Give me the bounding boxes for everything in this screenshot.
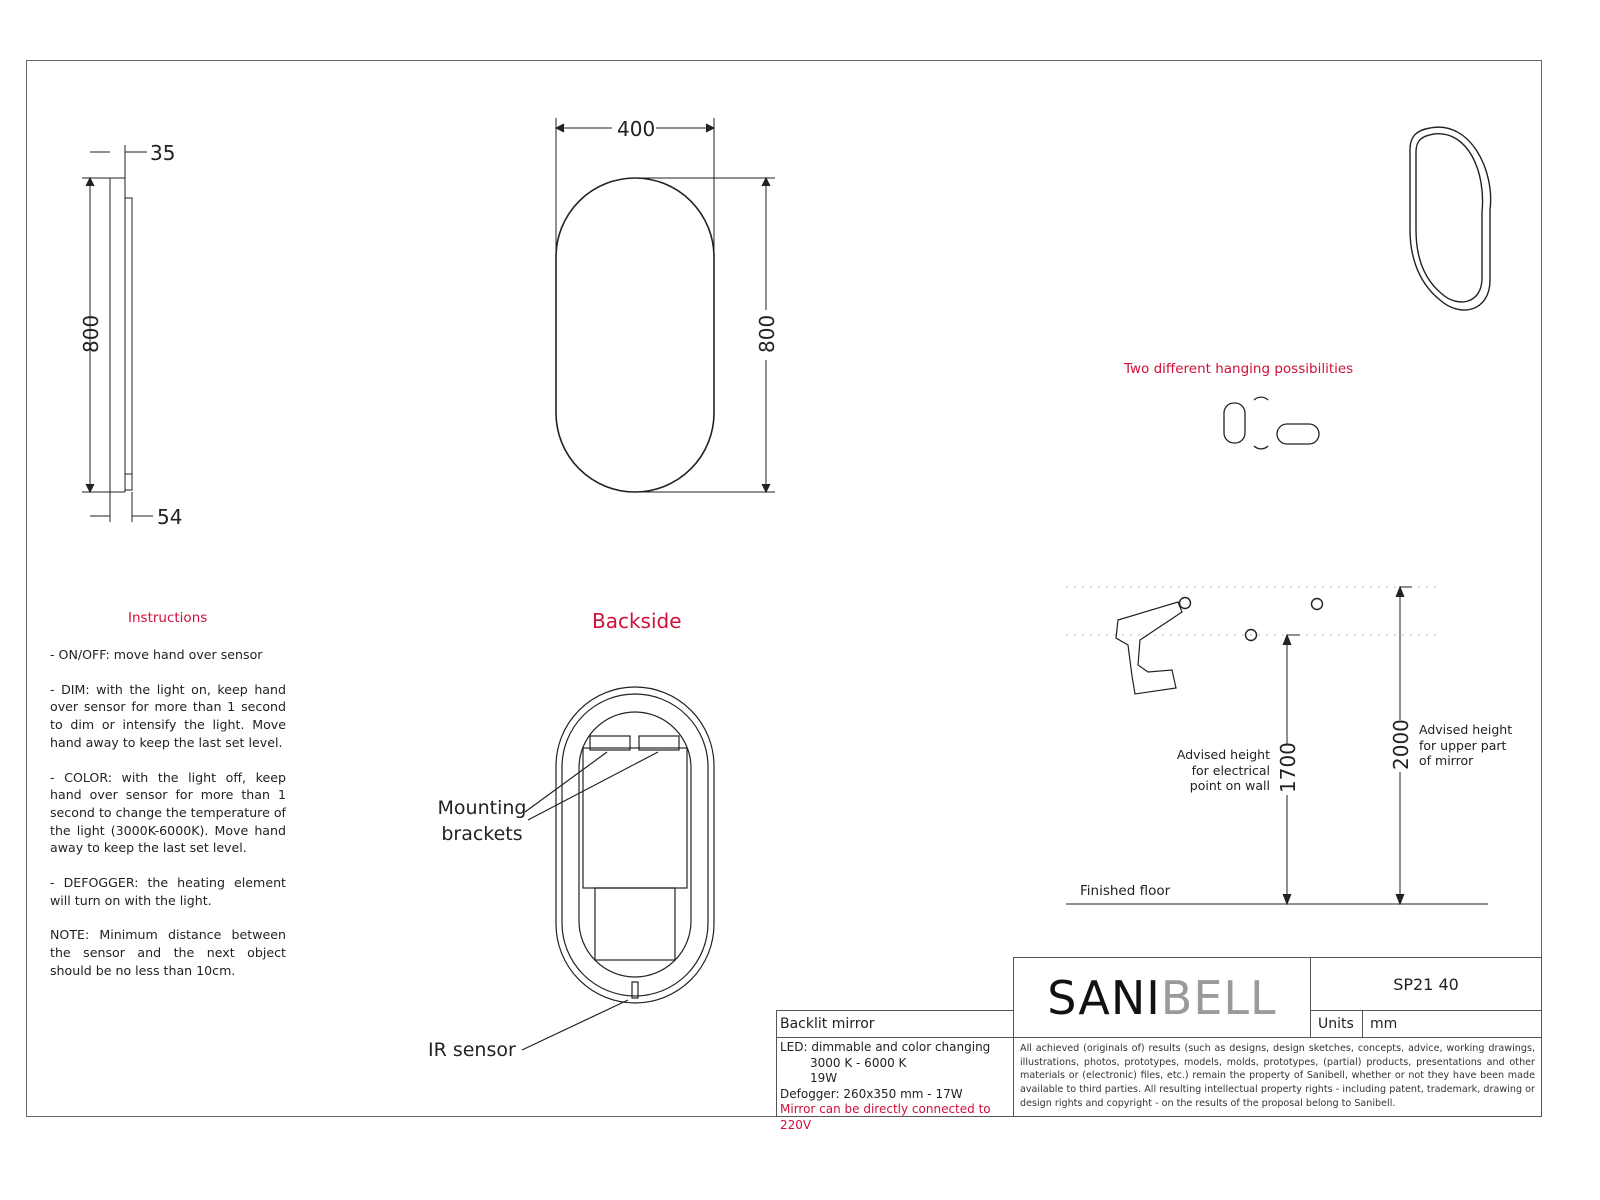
side-view — [82, 145, 153, 522]
electrical-height-label: Advised height for electrical point on w… — [1170, 747, 1270, 794]
dim-height-front: 800 — [755, 315, 779, 353]
mounting-brackets-label: Mounting brackets — [436, 795, 528, 847]
dim-height-side: 800 — [79, 315, 103, 353]
instruction-item: - ON/OFF: move hand over sensor — [50, 647, 263, 662]
instructions-list: - ON/OFF: move hand over sensor - DIM: w… — [50, 646, 286, 997]
units-value: mm — [1362, 1010, 1542, 1038]
dim-depth-bottom: 54 — [157, 505, 182, 529]
instruction-item: - DEFOGGER: the heating element will tur… — [50, 875, 286, 908]
ir-sensor — [631, 981, 639, 999]
instructions-title: Instructions — [128, 610, 208, 626]
label-line: Advised height — [1419, 722, 1513, 737]
instruction-item: - COLOR: with the light off, keep hand o… — [50, 769, 286, 856]
label-line: for upper part — [1419, 737, 1507, 753]
logo-light: BELL — [1160, 970, 1277, 1025]
dim-electrical-height: 1700 — [1276, 742, 1300, 793]
ir-sensor-label: IR sensor — [428, 1039, 516, 1061]
backside-view — [521, 686, 715, 1051]
label-line: point on wall — [1189, 778, 1270, 793]
label-line: Advised height — [1176, 747, 1270, 762]
product-specs: LED: dimmable and color changing 3000 K … — [776, 1037, 1014, 1132]
backside-title: Backside — [592, 609, 682, 633]
mounting-bracket — [638, 735, 680, 751]
perspective-view — [1409, 126, 1492, 311]
instruction-item: - DIM: with the light on, keep hand over… — [50, 681, 286, 750]
dim-mirror-height: 2000 — [1389, 719, 1413, 770]
mounting-bracket — [589, 735, 631, 751]
label-line: for electrical — [1191, 762, 1270, 778]
product-code: SP21 40 — [1310, 957, 1542, 1011]
copyright-disclaimer: All achieved (originals of) results (suc… — [1013, 1037, 1542, 1117]
units-label: Units — [1310, 1010, 1363, 1038]
spec-line: 3000 K - 6000 K — [810, 1055, 907, 1070]
hanging-icons — [1223, 396, 1320, 450]
label-line: Mounting — [437, 797, 527, 819]
logo-dark: SANI — [1047, 970, 1161, 1025]
mirror-height-label: Advised height for upper part of mirror — [1419, 722, 1512, 769]
dim-depth-top: 35 — [150, 141, 175, 165]
front-view — [554, 118, 775, 494]
installation-diagram — [1066, 585, 1488, 906]
dim-width-front: 400 — [617, 117, 655, 141]
label-line: brackets — [441, 823, 523, 845]
drill-icon — [1115, 601, 1183, 695]
connection-warning: Mirror can be directly connected to 220V — [780, 1102, 991, 1132]
label-line: of mirror — [1419, 753, 1474, 768]
hanging-title: Two different hanging possibilities — [1124, 361, 1354, 377]
spec-line: 19W — [810, 1071, 838, 1085]
spec-line: Defogger: 260x350 mm - 17W — [780, 1086, 963, 1101]
product-name: Backlit mirror — [776, 1010, 1014, 1038]
spec-line: LED: dimmable and color changing — [780, 1040, 991, 1054]
finished-floor-label: Finished floor — [1080, 883, 1171, 899]
instruction-note: NOTE: Minimum distance between the senso… — [50, 927, 286, 978]
